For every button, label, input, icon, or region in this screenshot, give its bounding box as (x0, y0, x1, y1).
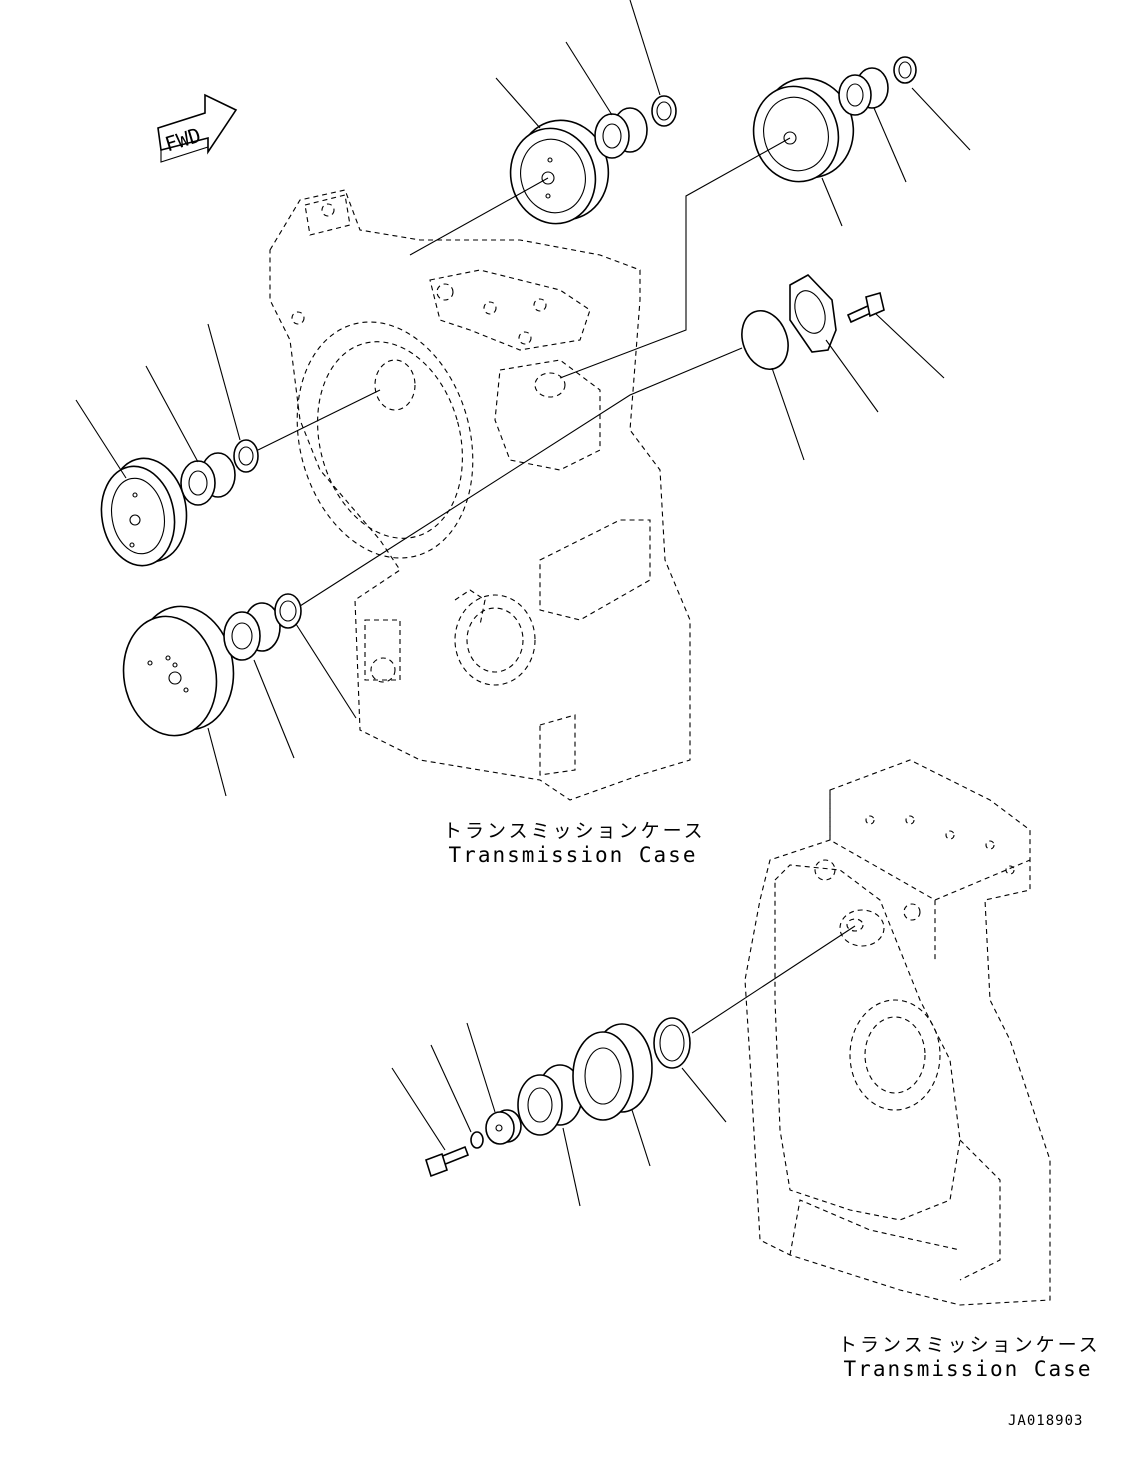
lower-left-seal (274, 593, 302, 629)
left-seal (233, 439, 259, 473)
o-ring (741, 310, 789, 370)
upper-left-seal (651, 95, 677, 127)
lower-case-label-jp: トランスミッションケース (838, 1334, 1101, 1356)
bottom-seal (653, 1017, 691, 1069)
bottom-washer (470, 1131, 484, 1149)
lower-case-label: トランスミッションケース Transmission Case (838, 1330, 1098, 1381)
left-gear (100, 457, 188, 567)
upper-left-bearing (594, 107, 648, 159)
upper-case-label-en: Transmission Case (448, 843, 698, 867)
fwd-arrow: FWD (157, 93, 238, 163)
lower-case-label-en: Transmission Case (843, 1357, 1093, 1381)
leader-lines (75, 0, 971, 1207)
upper-transmission-case (269, 189, 691, 801)
cover-bolt (846, 292, 885, 324)
upper-right-seal (893, 56, 917, 84)
upper-right-gear (752, 77, 855, 183)
upper-right-bearing (838, 67, 889, 116)
left-bearing (180, 452, 236, 506)
svg-text:FWD: FWD (162, 123, 204, 157)
bottom-bolt (425, 1145, 470, 1178)
drawing-code: JA018903 (1008, 1413, 1084, 1429)
lower-transmission-case (744, 759, 1051, 1306)
upper-case-label: トランスミッションケース Transmission Case (443, 816, 703, 867)
bottom-gear (572, 1023, 653, 1121)
assembly-lines (257, 137, 856, 1034)
lower-left-bearing (223, 602, 281, 661)
upper-left-gear (509, 119, 610, 225)
lower-left-gear (122, 605, 235, 737)
cover-plate (789, 274, 837, 353)
upper-case-label-jp: トランスミッションケース (443, 820, 706, 842)
bottom-plate (485, 1109, 522, 1145)
bottom-bearing (517, 1064, 583, 1136)
